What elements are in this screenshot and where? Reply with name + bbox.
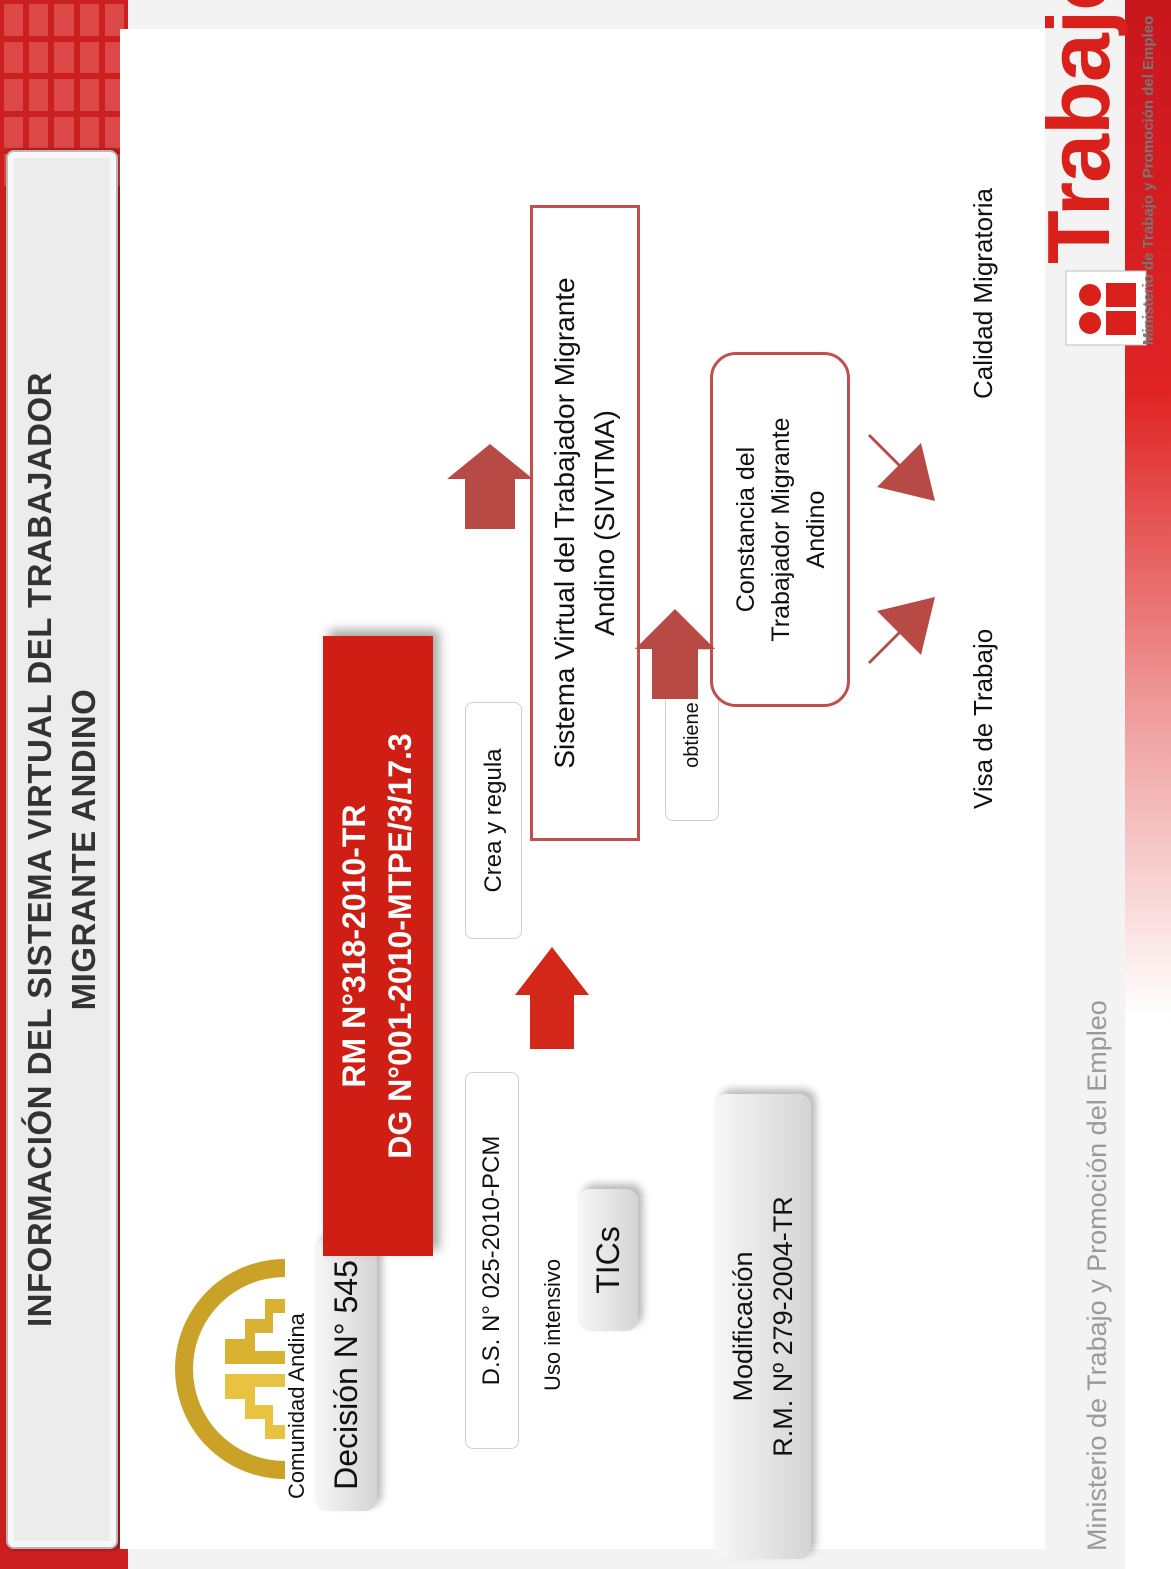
trabajo-word: Trabajo xyxy=(1029,0,1128,264)
arrow-diag-left-icon xyxy=(868,597,935,664)
arrow-down-icon xyxy=(447,444,533,529)
trabajo-subtitle: Ministerio de Trabajo y Promoción del Em… xyxy=(1140,15,1157,345)
arrow-diag-right-icon xyxy=(868,434,935,501)
footer-ministerio: Ministerio de Trabajo y Promoción del Em… xyxy=(1082,1000,1112,1551)
arrow-up-icon xyxy=(515,947,589,1049)
arrow-down-icon-2 xyxy=(635,609,715,699)
comunidad-andina-logo xyxy=(175,1259,285,1479)
trabajo-logo-icon xyxy=(1065,270,1147,346)
